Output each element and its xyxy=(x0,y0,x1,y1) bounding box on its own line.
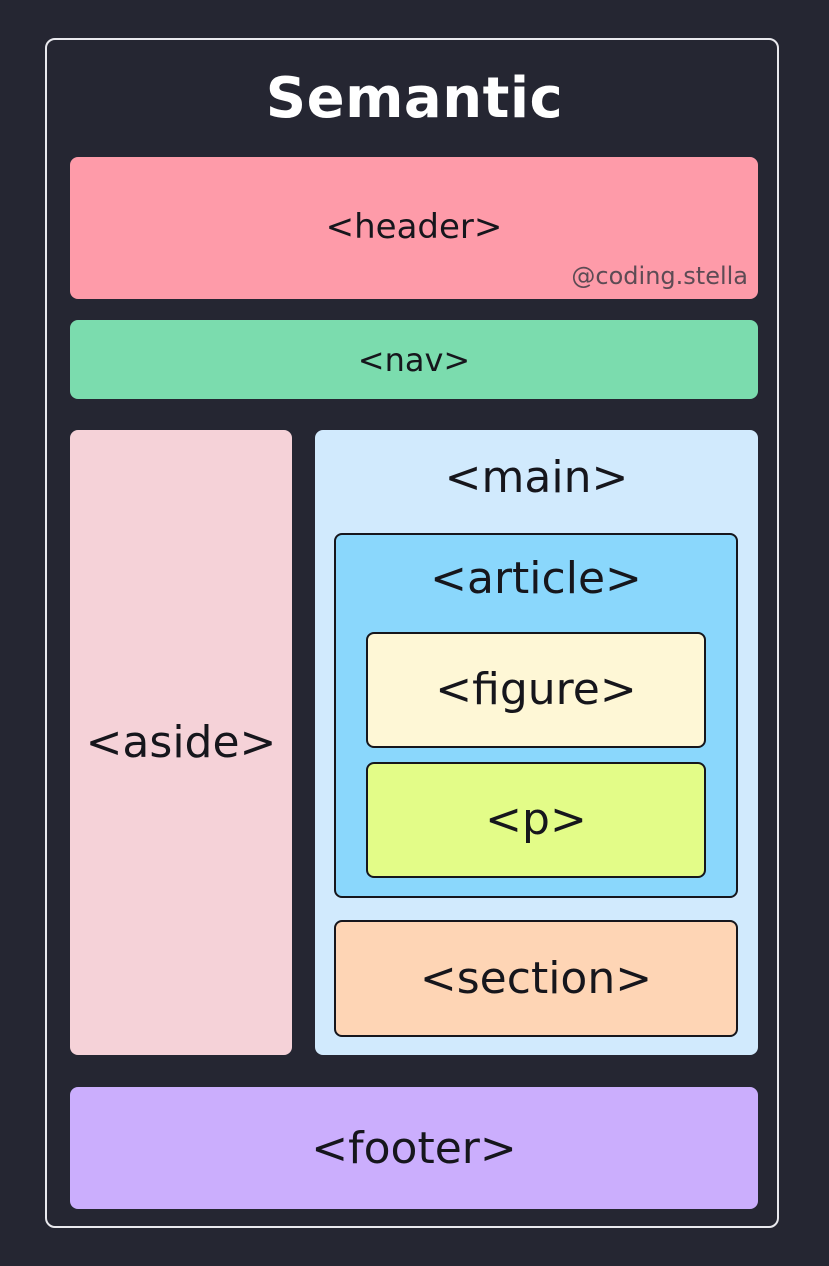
watermark: @coding.stella xyxy=(571,262,748,290)
footer-label: <footer> xyxy=(311,1122,517,1174)
header-label: <header> xyxy=(325,207,503,247)
section-block: <section> xyxy=(334,920,738,1037)
diagram-title: Semantic xyxy=(265,66,564,131)
figure-label: <figure> xyxy=(435,663,637,715)
figure-block: <figure> xyxy=(366,632,706,748)
aside-label: <aside> xyxy=(85,717,277,768)
p-label: <p> xyxy=(485,793,587,845)
nav-label: <nav> xyxy=(357,340,471,379)
nav-block: <nav> xyxy=(70,320,758,399)
header-block: <header> @coding.stella xyxy=(70,157,758,299)
p-block: <p> xyxy=(366,762,706,878)
section-label: <section> xyxy=(419,953,653,1004)
diagram-frame xyxy=(45,38,779,1228)
main-label: <main> xyxy=(444,452,629,503)
aside-block: <aside> xyxy=(70,430,292,1055)
footer-block: <footer> xyxy=(70,1087,758,1209)
article-label: <article> xyxy=(430,553,642,604)
